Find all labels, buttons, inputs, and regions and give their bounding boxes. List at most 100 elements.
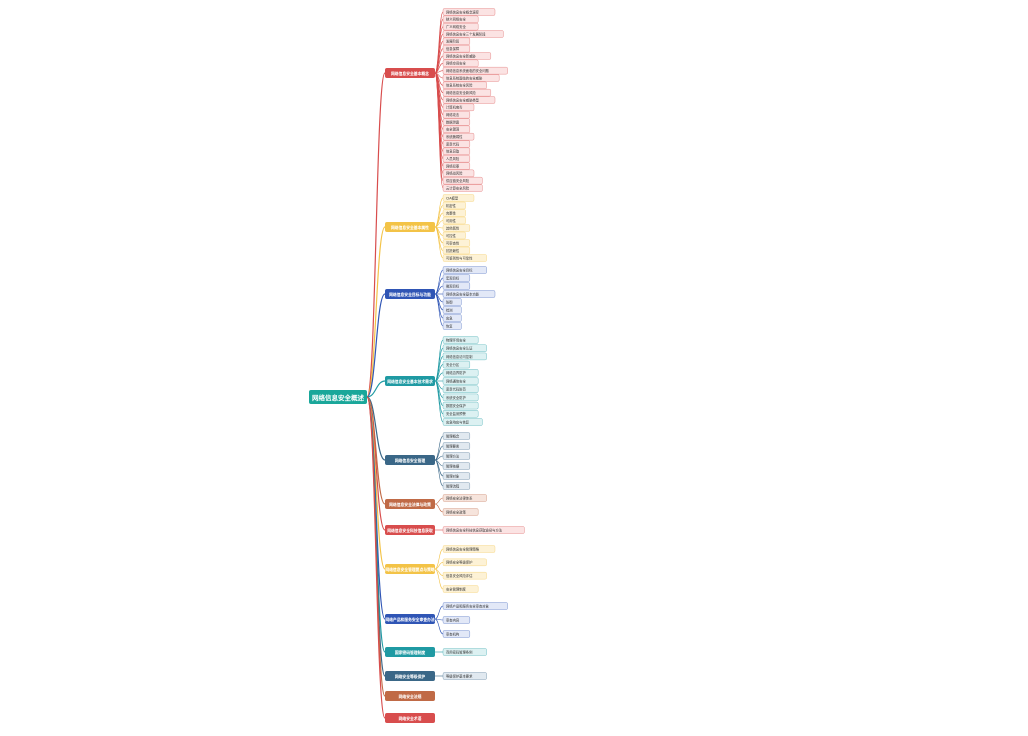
detail-node[interactable]: 网络产品和服务安全审查对象 xyxy=(442,602,508,610)
detail-node[interactable]: 物理环境安全 xyxy=(442,336,479,344)
detail-node[interactable]: 信息窃取 xyxy=(442,147,470,155)
detail-node-label: 管理方法 xyxy=(446,453,460,458)
detail-node-box xyxy=(442,572,487,580)
detail-node[interactable]: 恶意代码 xyxy=(442,140,470,148)
branch-node-label: 网络信息安全管理要点与策略 xyxy=(385,567,435,572)
detail-node[interactable]: 网络信息安全新风险 xyxy=(442,89,491,97)
branch-node[interactable]: 网络安全术语 xyxy=(385,713,435,723)
detail-node[interactable]: 数据安全保护 xyxy=(442,401,479,410)
detail-node[interactable]: 恢复 xyxy=(442,322,462,330)
detail-node[interactable]: 网络攻击 xyxy=(442,111,470,119)
detail-node[interactable]: 网络通信安全 xyxy=(442,377,479,385)
detail-node[interactable]: 网络信息安全概念演变 xyxy=(442,8,496,16)
branch-node[interactable]: 网络信息安全基本技术需求 xyxy=(385,376,435,386)
detail-node[interactable]: 网络安全法律体系 xyxy=(442,494,487,502)
detail-node[interactable]: 网络信息安全认证 xyxy=(442,344,487,352)
connector-line xyxy=(434,72,444,189)
detail-node-box xyxy=(442,314,462,322)
detail-node[interactable]: 管理依据 xyxy=(442,462,470,470)
detail-node-box xyxy=(442,147,470,155)
branch-node[interactable]: 网络安全法规 xyxy=(385,691,435,701)
detail-node[interactable]: 网络安全政策 xyxy=(442,508,479,516)
detail-node[interactable]: 管理概念 xyxy=(442,432,470,440)
detail-node[interactable]: 管理对象 xyxy=(442,472,470,480)
root-node[interactable]: 网络信息安全概述 xyxy=(309,390,367,404)
branch-node[interactable]: 网络信息安全法律与政策 xyxy=(385,499,435,509)
detail-node[interactable]: 应急响应与恢复 xyxy=(442,418,483,426)
detail-node[interactable]: 安全监测预警 xyxy=(442,410,479,418)
detail-node-label: 网络信息安全基本功能 xyxy=(446,291,480,296)
detail-node[interactable]: 人员风险 xyxy=(442,155,470,163)
branch-node[interactable]: 网络信息安全目标与功能 xyxy=(385,289,435,299)
detail-node[interactable]: 网络信息安全威胁类型 xyxy=(442,96,496,104)
detail-node-label: 防御 xyxy=(446,299,453,304)
detail-node[interactable]: 网络信息安全基本功能 xyxy=(442,290,496,298)
detail-node[interactable]: 其他属性 xyxy=(442,224,470,232)
branch-node[interactable]: 网络信息安全管理要点与策略 xyxy=(385,564,435,574)
connector-line xyxy=(434,503,444,513)
detail-node[interactable]: 广义网络安全 xyxy=(442,23,479,31)
detail-node[interactable]: 等级保护基本要求 xyxy=(442,672,487,680)
detail-node[interactable]: 审查内容 xyxy=(442,616,470,624)
detail-node[interactable]: 信息保障 xyxy=(442,45,470,53)
detail-node[interactable]: 系统安全防护 xyxy=(442,393,479,402)
detail-node[interactable]: CIA模型 xyxy=(442,194,475,202)
detail-node-box xyxy=(442,401,479,410)
detail-node[interactable]: 供应链安全风险 xyxy=(442,177,483,185)
detail-node[interactable]: 商用密码管理条例 xyxy=(442,648,487,656)
detail-node-box xyxy=(442,274,470,282)
detail-node[interactable]: 机密性 xyxy=(442,201,466,210)
detail-node[interactable]: 网络信息安全三个发展阶段 xyxy=(442,30,504,38)
detail-node[interactable]: 网络信息安全目标 xyxy=(442,266,487,274)
detail-node[interactable]: 抗抵赖性 xyxy=(442,246,470,255)
detail-node[interactable]: 网络边界防护 xyxy=(442,369,479,377)
detail-node[interactable]: 宏观目标 xyxy=(442,274,470,282)
branch-node[interactable]: 国家密码管理制度 xyxy=(385,647,435,657)
detail-node[interactable]: 信息系统安全风险 xyxy=(442,81,487,89)
detail-node[interactable]: 网络信息系统面临的安全问题 xyxy=(442,67,508,75)
detail-node[interactable]: 完整性 xyxy=(442,209,466,217)
detail-node[interactable]: 管理流程 xyxy=(442,482,470,490)
detail-node[interactable]: 安全漏洞 xyxy=(442,125,470,133)
detail-node[interactable]: 信息系统面临的安全威胁 xyxy=(442,74,500,82)
detail-node[interactable]: 网络犯罪 xyxy=(442,162,470,170)
detail-node[interactable]: 管理方法 xyxy=(442,452,470,460)
detail-node[interactable]: 发展阶段 xyxy=(442,37,470,45)
detail-node[interactable]: 数据泄露 xyxy=(442,118,470,126)
detail-node-label: 安全管理制度 xyxy=(446,586,466,591)
branch-node[interactable]: 网络信息安全管理 xyxy=(385,455,435,465)
branch-node[interactable]: 网络产品和服务安全审查办法 xyxy=(385,614,435,624)
detail-node[interactable]: 检测 xyxy=(442,306,462,314)
detail-node[interactable]: 狭义网络安全 xyxy=(442,15,479,23)
detail-node[interactable]: 可鉴别性与可靠性 xyxy=(442,254,487,262)
detail-node[interactable]: 系统脆弱性 xyxy=(442,133,475,141)
detail-node[interactable]: 网络空间安全 xyxy=(442,59,479,67)
detail-node[interactable]: 微观目标 xyxy=(442,282,470,290)
detail-node[interactable]: 网络信息访问控制 xyxy=(442,352,487,361)
detail-node[interactable]: 可用性 xyxy=(442,216,466,225)
detail-node[interactable]: 网络安全等级保护 xyxy=(442,558,487,566)
detail-node-box xyxy=(442,15,479,23)
detail-node[interactable]: 可审查性 xyxy=(442,239,470,247)
branch-node[interactable]: 网络信息安全基本属性 xyxy=(385,222,435,232)
detail-node[interactable]: 计算机病毒 xyxy=(442,103,475,111)
detail-node[interactable]: 网络信息安全管理策略 xyxy=(442,545,496,553)
branch-node[interactable]: 网络信息安全科技信息获取 xyxy=(385,525,435,535)
detail-node-box xyxy=(442,282,470,290)
detail-node-box xyxy=(442,216,466,225)
branch-node[interactable]: 网络安全等级保护 xyxy=(385,671,435,681)
detail-node[interactable]: 网络信息安全科技信息获取途径与方法 xyxy=(442,526,525,534)
detail-node[interactable]: 可控性 xyxy=(442,231,466,240)
detail-node[interactable]: 审查机构 xyxy=(442,630,470,638)
detail-node[interactable]: 管理要素 xyxy=(442,442,470,450)
detail-node[interactable]: 网络战风险 xyxy=(442,169,475,177)
detail-node[interactable]: 安全分区 xyxy=(442,360,470,369)
detail-node[interactable]: 云计算安全风险 xyxy=(442,184,483,192)
detail-node[interactable]: 应急 xyxy=(442,314,462,322)
detail-node[interactable]: 信息安全风险评估 xyxy=(442,572,487,580)
detail-node[interactable]: 安全管理制度 xyxy=(442,585,479,593)
detail-node[interactable]: 防御 xyxy=(442,298,462,306)
detail-node[interactable]: 恶意代码防范 xyxy=(442,385,479,393)
branch-node[interactable]: 网络信息安全基本概念 xyxy=(385,68,435,78)
detail-node[interactable]: 网络信息安全新威胁 xyxy=(442,52,491,60)
